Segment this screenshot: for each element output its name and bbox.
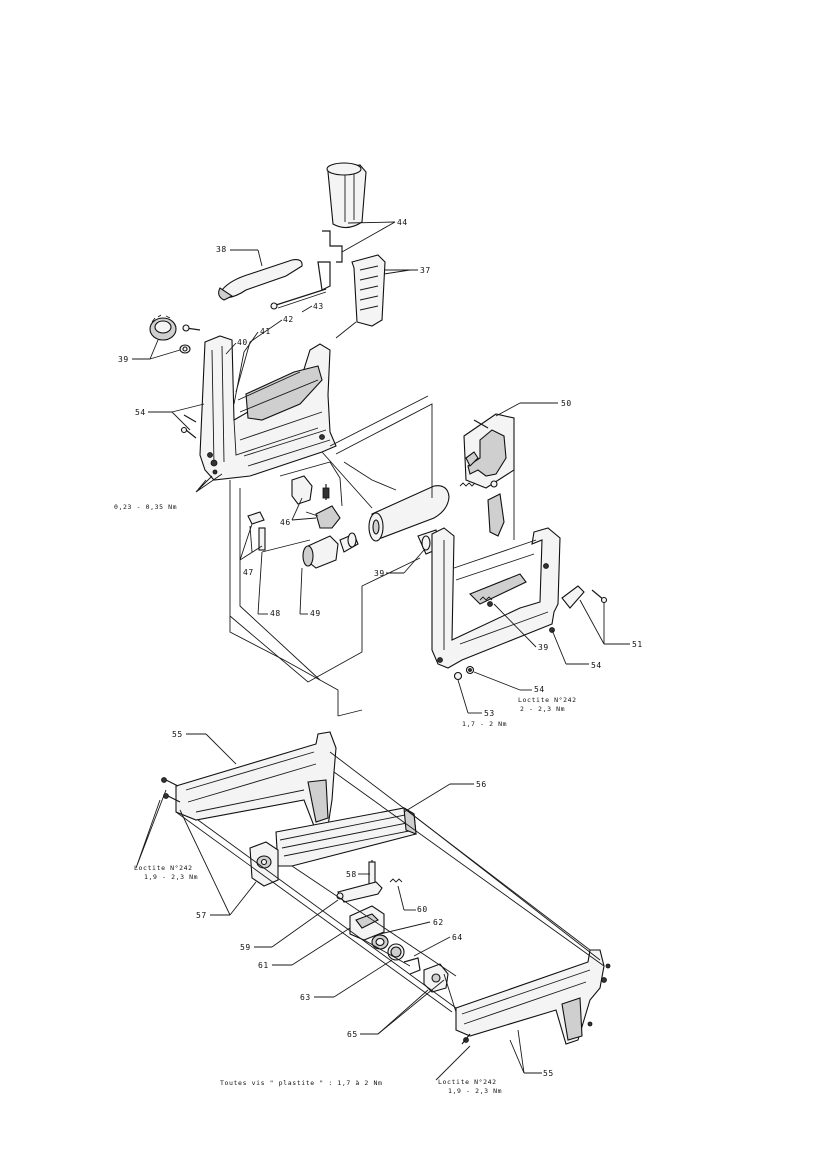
channel-56-part [275,806,417,867]
assembly-lines-lower [175,751,605,1013]
callout-48: 48 [270,609,281,618]
callout-55-lower: 55 [543,1069,554,1078]
callout-61: 61 [258,961,269,970]
callout-39-upper: 39 [118,355,129,364]
callout-54-upper: 54 [135,408,146,417]
callout-44: 44 [397,218,408,227]
spring-43-part [270,288,327,310]
block-57-part [249,841,279,887]
torque-note-upper-left: 0,23 - 0,35 Nm [114,503,177,511]
arm-59-part [336,881,383,903]
knob-39-part [149,314,201,354]
callout-54-right: 54 [591,661,602,670]
callout-60: 60 [417,905,428,914]
callout-65: 65 [347,1030,358,1039]
callout-47: 47 [243,568,254,577]
trigger-50-part [463,413,515,537]
lever-38-part [218,259,303,301]
loctite-note-right-2: 2 - 2,3 Nm [520,705,565,713]
strip-64-part [403,957,421,975]
assembly-lines-upper [229,321,515,717]
callout-59: 59 [240,943,251,952]
clip-51-part [561,585,608,609]
callout-51: 51 [632,640,643,649]
screws-54-left [180,414,197,439]
callout-63: 63 [300,993,311,1002]
callout-57: 57 [196,911,207,920]
callout-54-lower: 54 [534,685,545,694]
loctite-note-bottom-2: 1,9 - 2,3 Nm [448,1087,502,1095]
torque-note-53: 1,7 - 2 Nm [462,720,507,728]
callout-49: 49 [310,609,321,618]
screws-53-54 [453,665,475,681]
callout-53: 53 [484,709,495,718]
stop-65-part [423,963,449,993]
cylinder-part [368,485,450,542]
callout-46: 46 [280,518,291,527]
gears-48-49 [261,532,359,569]
callout-62: 62 [433,918,444,927]
rail-55-upper-part [161,731,337,827]
rail-55-lower-part [455,949,611,1045]
callout-58: 58 [346,870,357,879]
callout-39-lower: 39 [538,643,549,652]
callout-55-upper: 55 [172,730,183,739]
bracket-44-part [317,221,396,291]
loctite-note-left-2: 1,9 - 2,3 Nm [144,873,198,881]
callout-43: 43 [313,302,324,311]
callout-56: 56 [476,780,487,789]
cap-part [326,162,367,229]
callouts-lower: 55 56 58 60 57 62 64 59 61 63 65 55 [135,730,554,1078]
callout-50: 50 [561,399,572,408]
pusher-61-part [349,905,385,941]
callout-42: 42 [283,315,294,324]
spring-small-part [459,482,476,487]
callout-40: 40 [237,338,248,347]
callouts-upper: 44 37 38 43 42 41 40 39 54 50 46 47 [118,218,643,718]
callout-41: 41 [260,327,271,336]
loctite-note-bottom-1: Loctite N°242 [438,1078,497,1086]
guide-37-part [351,254,411,327]
components-46 [279,461,343,529]
footer-note: Toutes vis " plastite " : 1,7 à 2 Nm [220,1079,382,1087]
pins-47 [247,511,266,553]
loctite-note-left-1: Loctite N°242 [134,864,193,872]
frame-right-part [431,527,561,669]
callout-38: 38 [216,245,227,254]
main-housing-part [199,335,337,481]
loctite-note-right-1: Loctite N°242 [518,696,577,704]
callout-64: 64 [452,933,463,942]
callout-39-middle: 39 [374,569,385,578]
callout-37: 37 [420,266,431,275]
